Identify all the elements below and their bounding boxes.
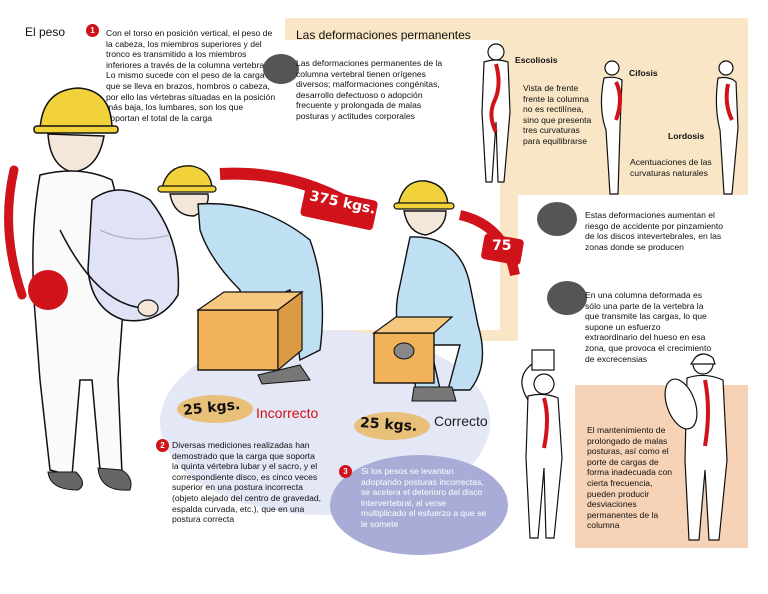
incorrect-load-arrow: [219, 167, 378, 230]
correct-load-label: 75: [492, 238, 512, 254]
lumbar-highlight: [28, 270, 68, 310]
maintenance-text: El mantenimiento de prolongado de malas …: [587, 425, 673, 531]
head-carrier-figure: [521, 349, 563, 539]
incorrect-lift-illustration: [157, 165, 324, 385]
deformed-column-text: En una columna deformada es sólo una par…: [585, 290, 712, 364]
bullet-disc-2: [537, 202, 577, 236]
escoliosis-text: Vista de frente frente la columna no es …: [523, 83, 592, 146]
badge-1: 1: [86, 24, 99, 37]
curvaturas-text: Acentuaciones de las curvaturas naturale…: [630, 157, 712, 178]
incorrect-label: Incorrecto: [256, 405, 319, 421]
section-title-el-peso: El peso: [25, 25, 66, 39]
lordosis-figure: [715, 60, 739, 195]
lordosis-label: Lordosis: [668, 131, 705, 141]
escoliosis-label: Escoliosis: [515, 55, 558, 65]
section-title-deformaciones: Las deformaciones permanentes: [296, 28, 471, 42]
note-3-oval: [330, 455, 508, 555]
badge-2: 2: [156, 439, 169, 452]
note-2-text: Diversas mediciones realizadas han demos…: [172, 440, 322, 525]
risk-text: Estas deformaciones aumentan el riesgo d…: [585, 210, 724, 252]
correct-label: Correcto: [434, 413, 488, 429]
escoliosis-figure: [481, 43, 511, 183]
incorrect-box-tag: [177, 395, 253, 423]
note-3-text: Si los pesos se levantan adoptando postu…: [361, 466, 487, 529]
correct-load-arrow: [458, 210, 524, 277]
standing-worker-illustration: [4, 87, 180, 491]
deformaciones-intro: Las deformaciones permanentes de la colu…: [296, 58, 443, 121]
red-spine-arc: [4, 165, 27, 300]
correct-box-tag: [354, 412, 430, 440]
badge-3: 3: [339, 465, 352, 478]
cifosis-figure: [600, 60, 623, 195]
bullet-disc-3: [547, 281, 587, 315]
bullet-disc-1: [263, 54, 299, 84]
correct-lift-illustration: [372, 180, 484, 402]
cifosis-label: Cifosis: [629, 68, 658, 78]
shoulder-carrier-figure: [664, 353, 728, 541]
el-peso-text: Con el torso en posición vertical, el pe…: [106, 28, 276, 123]
